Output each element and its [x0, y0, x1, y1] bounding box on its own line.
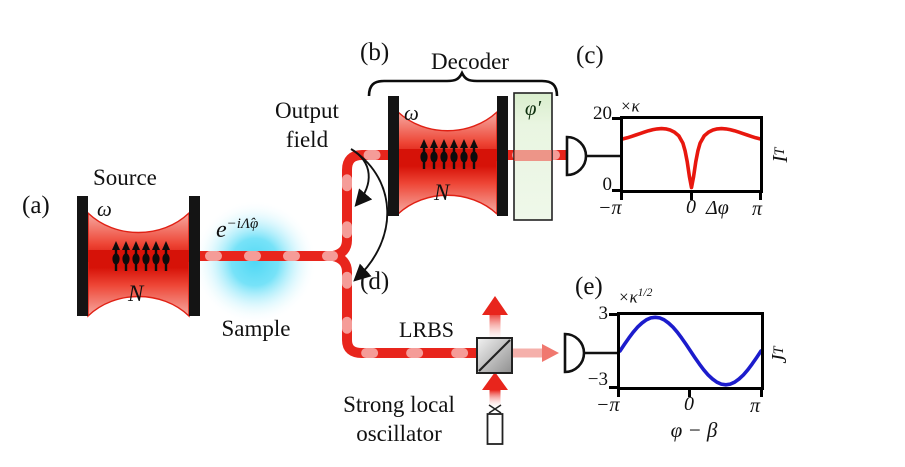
lrbs-beamsplitter — [476, 296, 559, 409]
bs-right-arrowhead-icon — [542, 344, 559, 362]
homodyne-signal-curve — [620, 315, 761, 387]
plot-c-ytick-top: 20 — [593, 103, 612, 124]
output-field-arrows — [350, 148, 389, 282]
plot-e-xtick-mark — [688, 389, 692, 397]
plot-e-curve — [620, 315, 761, 387]
plot-e-scale-label: ×κ1/2 — [618, 286, 652, 308]
plot-c-ytick-mark — [612, 117, 620, 121]
output-field-arrow-lower — [353, 150, 389, 282]
decoder-cavity — [388, 96, 508, 216]
scale-text: ×κ — [620, 96, 640, 116]
plot-e-xlabel: φ − β — [670, 418, 718, 442]
phase-plate-label: φ′ — [524, 96, 542, 120]
plot-e-xtick-mark — [760, 389, 764, 397]
plot-c-curve — [623, 126, 760, 190]
plot-e-xtick-zero: 0 — [684, 393, 694, 415]
decoder-mirror-right — [497, 96, 508, 216]
ylabel-sub: T — [771, 147, 788, 156]
plot-c-ytick-mark — [612, 189, 620, 193]
phase-plate-beam-overlay — [514, 150, 552, 161]
plot-c-scale-label: ×κ — [620, 95, 640, 117]
bs-up-arrowhead-icon — [482, 296, 508, 315]
decoder-atom-number: N — [434, 180, 450, 205]
lo-arrowhead-icon — [482, 372, 508, 390]
plot-e-xtick-right: π — [750, 395, 761, 417]
oscillator-x-icon — [488, 404, 502, 414]
plot-e-ytick-mark — [609, 313, 617, 317]
panel-c-label: (c) — [576, 42, 604, 69]
plot-e — [617, 312, 764, 390]
lo-beam — [489, 390, 501, 409]
oscillator-box — [486, 413, 504, 445]
plot-c-xtick-right: π — [752, 198, 763, 220]
ylabel-base: I — [767, 155, 792, 163]
source-mirror-right — [189, 196, 200, 316]
source-omega-label: ω — [97, 197, 112, 221]
local-oscillator-source — [486, 404, 504, 445]
panel-b-label: (b) — [360, 39, 390, 66]
plot-c — [620, 116, 763, 193]
ylabel-sub: T — [770, 346, 787, 355]
sample-label: Sample — [221, 316, 291, 341]
decoder-cavity-beam-core — [398, 149, 497, 161]
source-cavity — [77, 196, 200, 318]
plot-c-ytick-bottom: 0 — [602, 174, 613, 195]
sample-phase-formula: e−iΛ̂φ — [216, 216, 258, 244]
plot-c-xtick-mark — [620, 192, 624, 200]
plot-e-ytick-bottom: −3 — [587, 369, 608, 390]
bs-right-beam — [512, 348, 542, 358]
panel-e-label: (e) — [575, 273, 603, 300]
output-field-line1: Output — [275, 98, 339, 123]
output-field-label: Output field — [260, 96, 354, 154]
detectors — [563, 135, 621, 374]
plot-c-xtick-mark — [759, 192, 763, 200]
plot-e-xtick-left: −π — [596, 394, 620, 416]
plot-e-ytick-top: 3 — [598, 303, 609, 324]
source-atom-number: N — [128, 281, 144, 306]
ylabel-base: J — [766, 354, 791, 364]
source-title: Source — [93, 165, 157, 190]
beam-upper-branch — [328, 150, 397, 261]
plot-e-xtick-mark — [617, 389, 621, 397]
oscillator-label-line1: Strong local — [343, 392, 455, 417]
source-mirror-left — [77, 196, 88, 316]
scale-sup: 1/2 — [637, 286, 653, 299]
sample-glow — [193, 200, 317, 324]
plot-c-xtick-zero: 0 — [686, 196, 696, 218]
plot-c-xlabel: Δφ — [706, 197, 729, 219]
transmitted-intensity-curve — [623, 126, 760, 190]
photodetector-c-icon — [565, 135, 588, 177]
local-oscillator-label: Strong local oscillator — [315, 390, 483, 448]
decoder-omega-label: ω — [404, 101, 419, 125]
decoder-mirror-left — [388, 96, 399, 216]
scale-text: ×κ — [618, 287, 638, 307]
lrbs-label: LRBS — [399, 317, 455, 342]
bs-up-beam — [489, 312, 501, 338]
plot-e-ytick-mark — [609, 386, 617, 390]
formula-base: e — [216, 217, 227, 243]
beam-lower-branch — [328, 251, 482, 358]
oscillator-label-line2: oscillator — [356, 421, 442, 446]
beamsplitter-diagonal — [478, 339, 511, 372]
formula-exponent: −iΛ̂φ — [226, 216, 259, 232]
decoder-title: Decoder — [431, 49, 509, 74]
panel-a-label: (a) — [22, 192, 50, 219]
photodetector-e-icon — [563, 332, 586, 374]
decoder-brace — [367, 70, 559, 97]
output-field-line2: field — [285, 127, 329, 152]
panel-d-label: (d) — [360, 268, 390, 295]
plot-c-xtick-mark — [690, 192, 694, 200]
plot-c-xtick-left: −π — [598, 197, 622, 219]
